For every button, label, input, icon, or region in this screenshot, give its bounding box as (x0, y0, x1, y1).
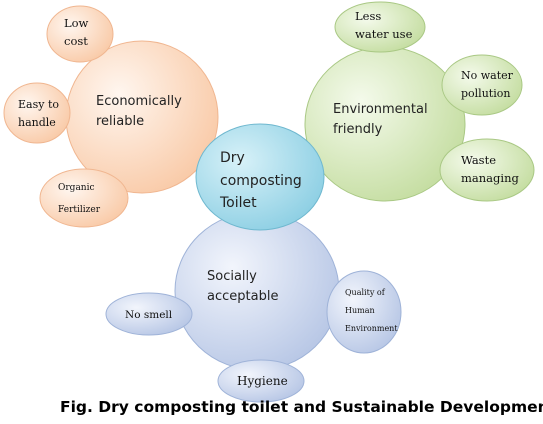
no-water-pollution-label: No water pollution (461, 69, 516, 100)
dry-composting-toilet-label: Dry composting Toilet (219, 150, 306, 211)
no-water-pollution-bubble (441, 54, 523, 116)
easy-to-handle-bubble (3, 82, 71, 144)
organic-fertilizer-label: Organic Fertilizer (58, 183, 101, 215)
center-group: Dry composting Toilet (195, 123, 325, 231)
hygiene-label: Hygiene (237, 374, 288, 388)
economic-group: Economically reliable Low cost Easy to h… (3, 5, 219, 228)
figure-caption: Fig. Dry composting toilet and Sustainab… (60, 398, 543, 416)
less-water-use-bubble (334, 1, 426, 53)
quality-of-human-environment-label: Quality of Human Environment (345, 288, 398, 333)
social-group: Socially acceptable No smell Quality of … (105, 211, 402, 403)
less-water-use-label: Less water use (355, 9, 413, 41)
dry-composting-toilet-circle (195, 123, 325, 231)
quality-of-human-environment-bubble (326, 270, 402, 354)
organic-fertilizer-bubble (39, 168, 129, 228)
easy-to-handle-label: Easy to handle (18, 98, 63, 129)
waste-managing-bubble (439, 138, 535, 202)
low-cost-label: Low cost (64, 16, 92, 48)
no-smell-bubble (105, 292, 193, 336)
no-smell-label: No smell (125, 309, 173, 321)
low-cost-bubble (46, 5, 114, 63)
waste-managing-label: Waste managing (461, 153, 519, 185)
hygiene-bubble (217, 359, 305, 403)
socially-acceptable-label: Socially acceptable (207, 269, 278, 304)
environmental-friendly-label: Environmental friendly (333, 102, 432, 137)
economically-reliable-label: Economically reliable (96, 94, 186, 129)
environmental-group: Environmental friendly Less water use No… (304, 1, 535, 202)
